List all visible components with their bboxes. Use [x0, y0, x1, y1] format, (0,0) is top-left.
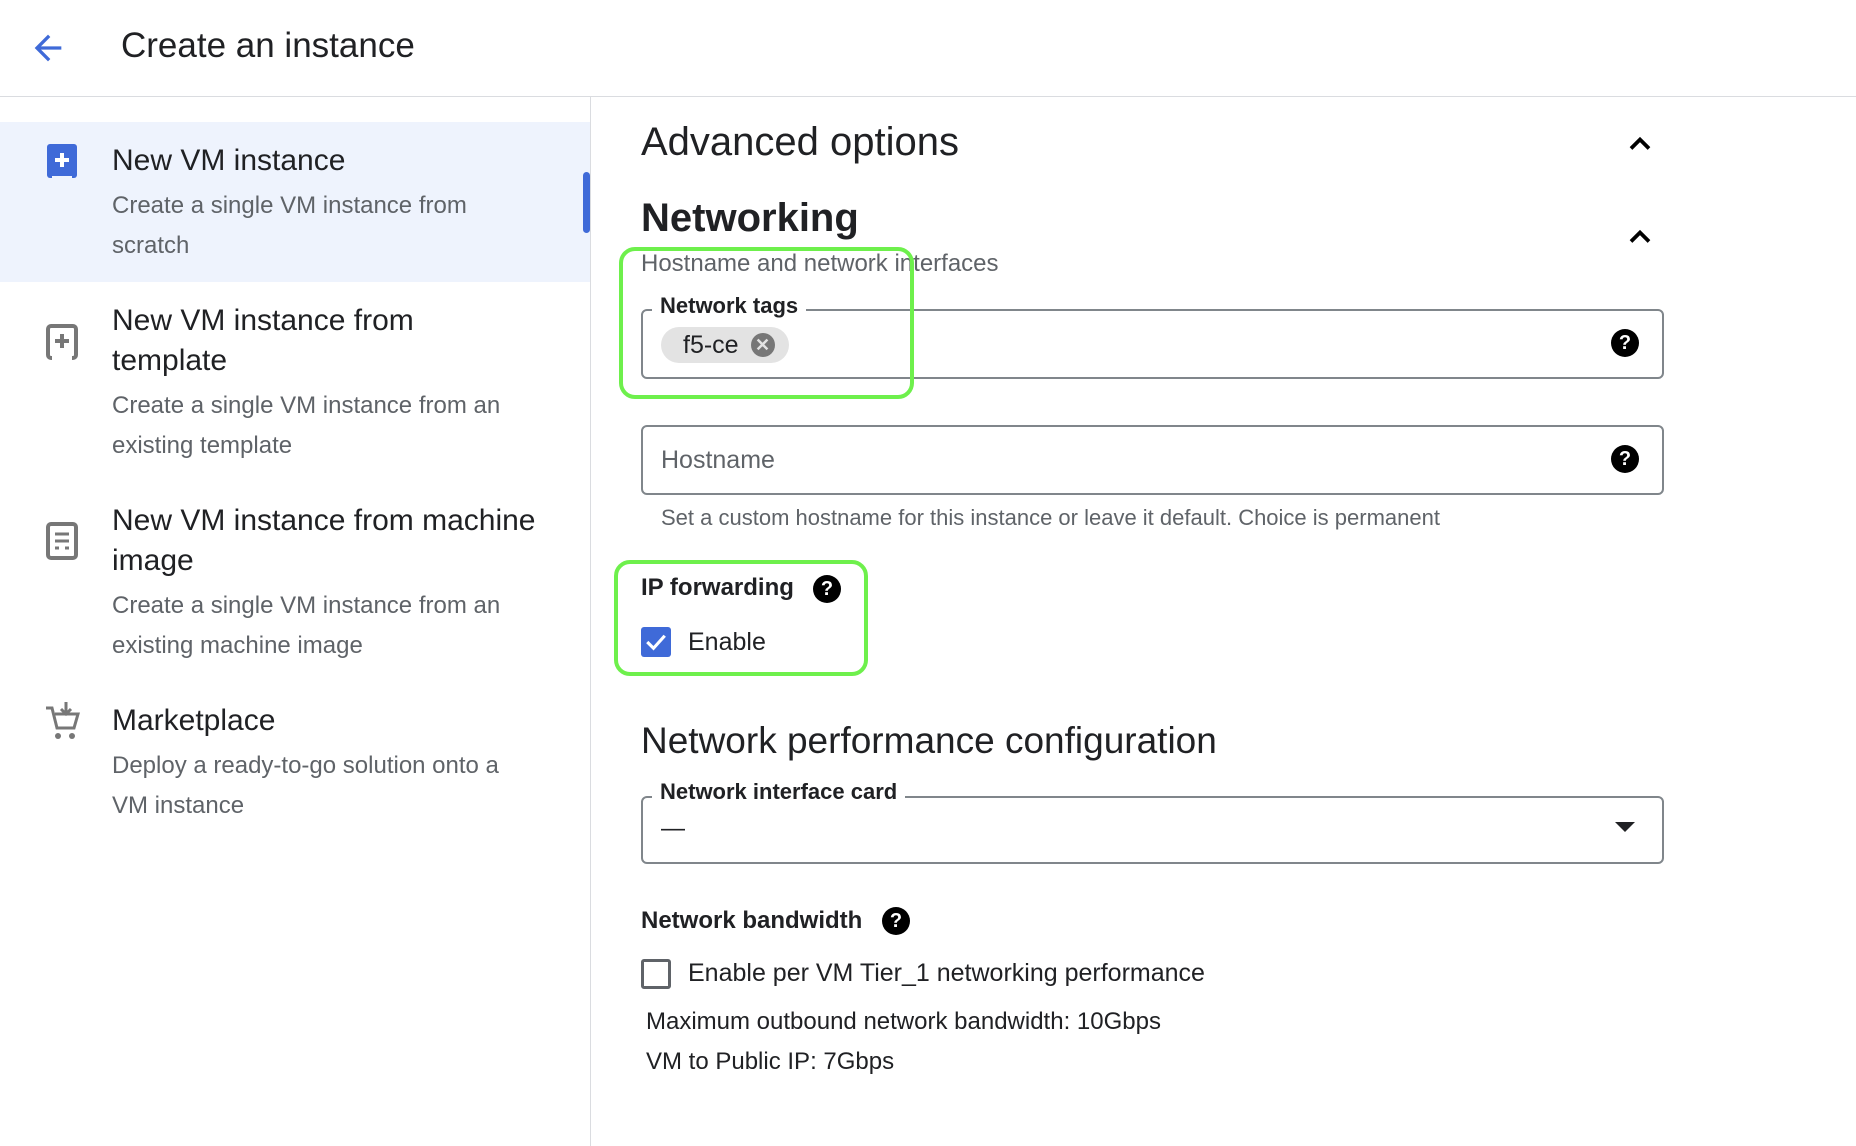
item-desc: VM instance: [112, 792, 245, 819]
ip-forwarding-checkbox[interactable]: [641, 627, 671, 657]
arrow-back-icon[interactable]: [28, 28, 68, 68]
header: Create an instance: [0, 0, 1856, 97]
network-bandwidth-label: Network bandwidth: [641, 907, 863, 934]
help-icon[interactable]: ?: [882, 907, 910, 935]
highlight-box: [619, 247, 914, 399]
networking-subtitle: Hostname and network interfaces: [641, 250, 999, 277]
max-outbound-text: Maximum outbound network bandwidth: 10Gb…: [646, 1008, 1161, 1035]
check-icon: [646, 634, 666, 651]
enable-label[interactable]: Enable: [688, 628, 766, 656]
public-ip-text: VM to Public IP: 7Gbps: [646, 1048, 895, 1075]
tier1-checkbox[interactable]: [641, 959, 671, 989]
advanced-options-title: Advanced options: [641, 120, 960, 164]
sidebar-item-new-vm-instance[interactable]: [0, 122, 590, 282]
networking-title: Networking: [641, 196, 859, 240]
item-desc: scratch: [112, 232, 190, 259]
sidebar: [0, 97, 591, 1146]
item-desc: existing template: [112, 432, 293, 459]
item-title[interactable]: New VM instance from: [112, 304, 414, 337]
highlight-box: [614, 560, 868, 676]
tag-chip: f5-ce ✕: [661, 327, 789, 363]
network-tags-label: Network tags: [652, 293, 807, 319]
item-title: New VM instance: [112, 144, 346, 177]
item-desc: Create a single VM instance from: [112, 192, 467, 219]
tier1-label[interactable]: Enable per VM Tier_1 networking performa…: [688, 959, 1205, 987]
ip-forwarding-label: IP forwarding: [641, 574, 794, 601]
item-title[interactable]: image: [112, 544, 194, 577]
hostname-placeholder: Hostname: [661, 446, 775, 474]
help-icon[interactable]: ?: [1611, 445, 1639, 473]
help-icon[interactable]: ?: [813, 575, 841, 603]
dropdown-arrow-icon[interactable]: [1614, 820, 1636, 834]
hostname-input[interactable]: [641, 425, 1664, 495]
cart-icon[interactable]: [44, 700, 80, 744]
item-title[interactable]: New VM instance from machine: [112, 504, 536, 537]
tag-chip-label: f5-ce: [683, 330, 739, 359]
chevron-up-icon[interactable]: [1622, 126, 1658, 162]
add-box-outline-icon[interactable]: [44, 321, 80, 365]
network-tags-input[interactable]: [641, 309, 1664, 379]
item-desc: Create a single VM instance from an: [112, 592, 501, 619]
item-desc: existing machine image: [112, 632, 363, 659]
item-desc: Create a single VM instance from an: [112, 392, 501, 419]
nic-value: —: [661, 815, 685, 842]
page-title: Create an instance: [121, 26, 415, 65]
network-performance-title: Network performance configuration: [641, 720, 1217, 761]
nic-label: Network interface card: [652, 779, 906, 805]
machine-image-icon[interactable]: [44, 520, 80, 564]
help-icon[interactable]: ?: [1611, 329, 1639, 357]
item-title[interactable]: Marketplace: [112, 704, 276, 737]
scrollbar[interactable]: [583, 172, 590, 233]
item-desc: Deploy a ready-to-go solution onto a: [112, 752, 499, 779]
nic-select[interactable]: [641, 796, 1664, 864]
item-title[interactable]: template: [112, 344, 228, 377]
chevron-up-icon[interactable]: [1622, 219, 1658, 255]
remove-chip-icon[interactable]: ✕: [750, 333, 775, 357]
hostname-helper: Set a custom hostname for this instance …: [661, 505, 1440, 530]
add-box-icon: [47, 144, 77, 182]
